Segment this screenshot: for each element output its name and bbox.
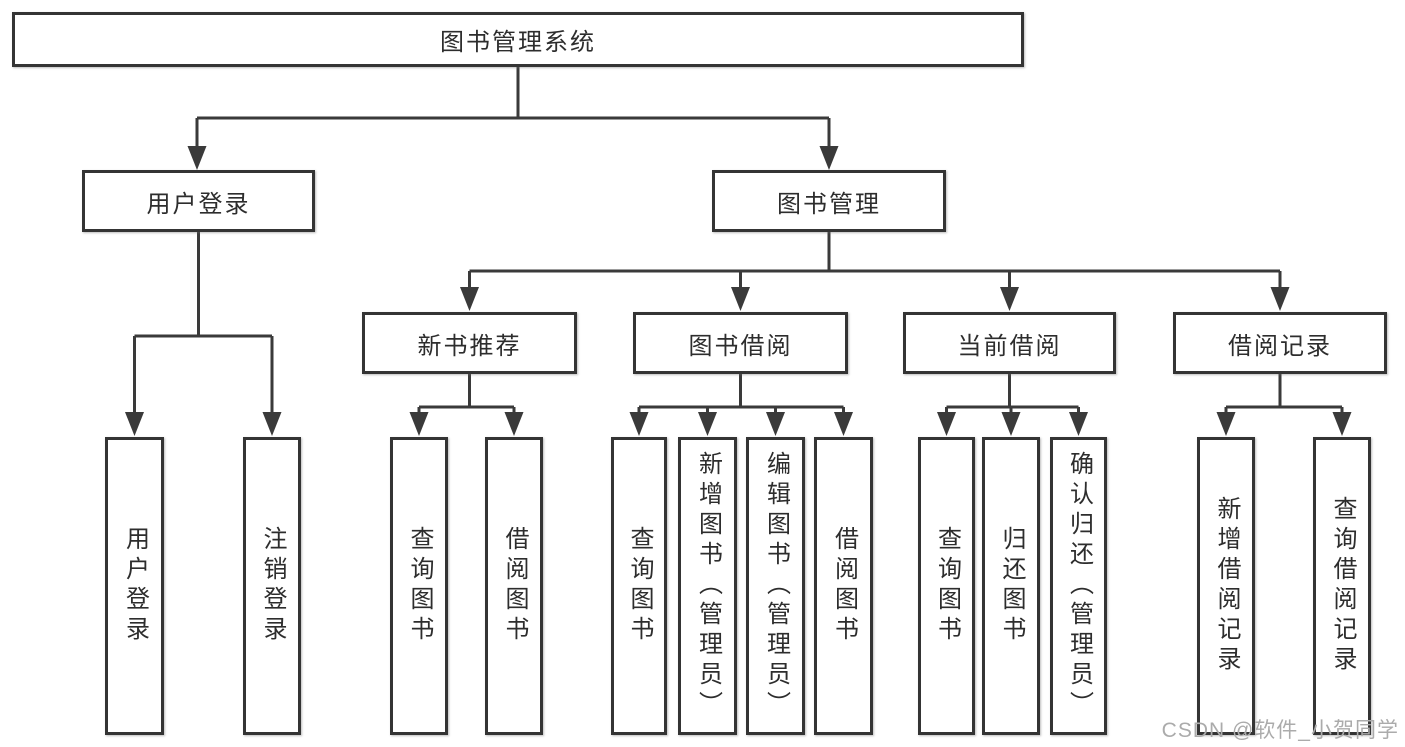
arrow-down-icon — [1332, 412, 1352, 436]
arrow-down-icon — [460, 287, 479, 311]
leaf-br-query-record: 查询借阅记录 — [1313, 437, 1371, 735]
arrow-down-icon — [262, 412, 282, 436]
arrow-down-icon — [125, 412, 144, 436]
arrow-down-icon — [409, 412, 429, 436]
arrow-down-icon — [766, 412, 785, 436]
leaf-bb-borrow-books: 借阅图书 — [814, 437, 873, 735]
node-label: 注销登录 — [259, 526, 286, 646]
leaf-bb-edit-books-admin: 编辑图书（管理员） — [746, 437, 805, 735]
node-root-system: 图书管理系统 — [12, 12, 1024, 67]
arrow-down-icon — [1000, 287, 1019, 311]
leaf-user-login: 用户登录 — [105, 437, 164, 735]
arrow-down-icon — [731, 287, 750, 311]
arrow-down-icon — [1069, 412, 1088, 436]
node-new-book-recommend: 新书推荐 — [362, 312, 577, 374]
arrow-down-icon — [834, 412, 853, 436]
leaf-br-add-record: 新增借阅记录 — [1197, 437, 1255, 735]
arrow-down-icon — [1270, 287, 1290, 311]
node-label: 借阅记录 — [1228, 332, 1332, 360]
connector-root-to-level2 — [187, 67, 839, 170]
connector-book-mgmt-to-level3 — [460, 232, 1290, 311]
node-label: 当前借阅 — [957, 332, 1062, 360]
leaf-logout: 注销登录 — [243, 437, 301, 735]
node-label: 图书借阅 — [688, 332, 793, 360]
node-label: 用户登录 — [146, 190, 251, 218]
arrow-down-icon — [1216, 412, 1236, 436]
node-label: 查询图书 — [406, 526, 433, 646]
leaf-rec-query-books: 查询图书 — [390, 437, 448, 735]
node-label: 借阅图书 — [501, 526, 528, 646]
arrow-down-icon — [187, 146, 207, 170]
node-borrow-records: 借阅记录 — [1173, 312, 1387, 374]
watermark-text: CSDN @软件_小贺同学 — [1161, 719, 1399, 742]
leaf-bb-add-books-admin: 新增图书（管理员） — [678, 437, 737, 735]
node-label: 新书推荐 — [417, 332, 522, 360]
connector-user-login-to-leaves — [125, 232, 282, 436]
leaf-rec-borrow-books: 借阅图书 — [485, 437, 543, 735]
node-current-borrow: 当前借阅 — [903, 312, 1116, 374]
node-label: 查询图书 — [933, 526, 961, 646]
arrow-down-icon — [629, 412, 649, 436]
node-book-borrow: 图书借阅 — [633, 312, 848, 374]
arrow-down-icon — [504, 412, 524, 436]
arrow-down-icon — [937, 412, 956, 436]
node-label: 图书管理系统 — [440, 29, 596, 56]
connector-book-borrow-to-leaves — [629, 374, 853, 436]
node-label: 归还图书 — [998, 526, 1025, 646]
leaf-cb-return-books: 归还图书 — [982, 437, 1040, 735]
node-label: 新增图书（管理员） — [694, 451, 722, 721]
arrow-down-icon — [698, 412, 717, 436]
connector-records-to-leaves — [1216, 374, 1352, 436]
node-label: 确认归还（管理员） — [1065, 451, 1093, 721]
leaf-cb-confirm-return-admin: 确认归还（管理员） — [1050, 437, 1107, 735]
arrow-down-icon — [1001, 412, 1021, 436]
leaf-bb-query-books: 查询图书 — [611, 437, 667, 735]
arrow-down-icon — [819, 146, 839, 170]
node-label: 查询图书 — [626, 526, 653, 646]
connector-new-rec-to-leaves — [409, 374, 524, 436]
node-label: 图书管理 — [777, 190, 881, 218]
leaf-cb-query-books: 查询图书 — [918, 437, 975, 735]
node-label: 查询借阅记录 — [1329, 496, 1356, 676]
node-label: 新增借阅记录 — [1213, 496, 1240, 676]
node-label: 编辑图书（管理员） — [762, 451, 790, 721]
node-book-management: 图书管理 — [712, 170, 946, 232]
node-label: 用户登录 — [121, 526, 149, 646]
node-label: 借阅图书 — [830, 526, 858, 646]
connector-current-borrow-to-leaves — [937, 374, 1088, 436]
node-user-login-module: 用户登录 — [82, 170, 315, 232]
